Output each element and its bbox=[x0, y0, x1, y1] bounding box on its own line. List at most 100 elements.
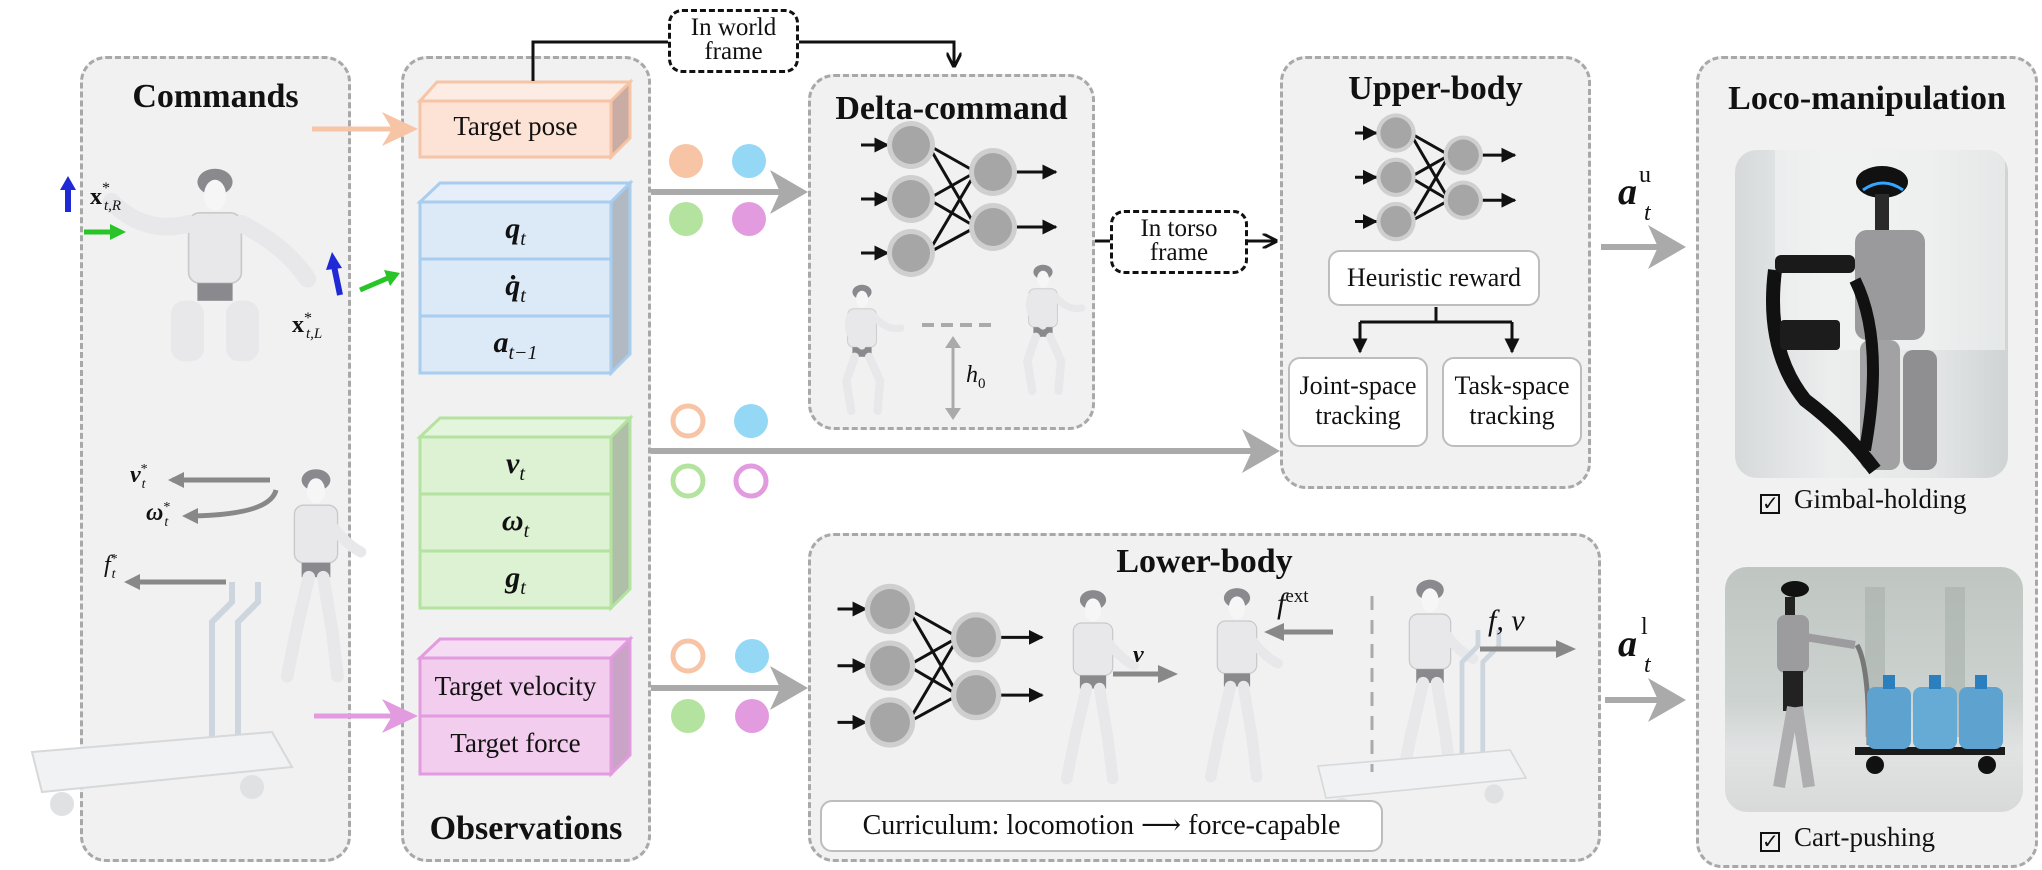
upper-input-dots bbox=[670, 403, 769, 499]
obs-joint-pos: qt bbox=[505, 212, 526, 250]
obs-joint-vel: q̇t bbox=[505, 269, 526, 307]
right-hand-target-label: x*t,R bbox=[90, 180, 122, 214]
curriculum-box: Curriculum: locomotion ⟶ force-capable bbox=[820, 800, 1383, 852]
nn-node bbox=[892, 180, 930, 218]
nn-node bbox=[892, 234, 930, 272]
base-state-block bbox=[416, 414, 634, 612]
target-pose-label: Target pose bbox=[453, 111, 578, 141]
height-offset-label: h0 bbox=[966, 362, 986, 392]
lower-robot-pushed bbox=[1205, 588, 1283, 783]
upper-policy-network-icon bbox=[1355, 113, 1517, 242]
nn-edge bbox=[906, 636, 960, 724]
nn-node bbox=[974, 153, 1012, 191]
commands-robot-upper bbox=[102, 168, 317, 362]
nn-edge bbox=[927, 170, 977, 201]
commands-cart bbox=[30, 582, 294, 816]
nn-edge bbox=[927, 143, 977, 174]
nn-edge bbox=[926, 171, 978, 254]
nn-edge bbox=[1409, 131, 1450, 157]
obs-to-upper-arrow bbox=[651, 429, 1280, 473]
nn-node bbox=[1380, 205, 1412, 238]
cart-robot-illustration bbox=[1773, 581, 2005, 789]
lower-body-force-arrows bbox=[1113, 596, 1576, 772]
nn-node bbox=[1380, 161, 1412, 193]
target-command-block bbox=[416, 635, 634, 778]
nn-edge bbox=[1408, 154, 1451, 223]
world-frame-connector bbox=[531, 40, 954, 81]
lower-action-arrow bbox=[1605, 678, 1686, 722]
nn-node bbox=[1380, 117, 1412, 149]
lower-robot-walking bbox=[1061, 590, 1139, 785]
target-force-label: Target force bbox=[450, 728, 581, 758]
cart-pushing-label: Cart-pushing bbox=[1794, 822, 1935, 852]
gimbal-holding-caption: ✓ Gimbal-holding bbox=[1760, 484, 1966, 514]
nn-edge bbox=[1409, 153, 1450, 179]
target-velocity-label: Target velocity bbox=[434, 671, 597, 701]
proprio-block bbox=[416, 179, 634, 377]
nn-edge bbox=[907, 636, 959, 668]
lower-body-title: Lower-body bbox=[1116, 543, 1293, 580]
locomotion-command-arrow bbox=[314, 699, 418, 733]
world-frame-box: In world frame bbox=[668, 9, 799, 73]
force-command-label: f*t bbox=[104, 552, 118, 582]
lower-policy-network-icon bbox=[837, 583, 1044, 748]
world-frame-line1: In world bbox=[690, 14, 777, 41]
torso-frame-line2: frame bbox=[1149, 239, 1209, 266]
cart-pushing-checkbox[interactable]: ✓ bbox=[1760, 829, 1780, 853]
lower-input-dots bbox=[670, 638, 769, 733]
nn-edge bbox=[907, 607, 959, 639]
nn-node bbox=[870, 702, 910, 743]
upper-body-title: Upper-body bbox=[1348, 70, 1523, 107]
nn-node bbox=[956, 617, 997, 658]
angular-velocity-command-label: ω*t bbox=[146, 500, 171, 530]
obs-base-ang-vel: ωt bbox=[501, 504, 530, 542]
joint-space-line2: tracking bbox=[1315, 401, 1401, 430]
task-space-tracking-box: Task-space tracking bbox=[1442, 357, 1582, 447]
target-pose-block bbox=[416, 78, 634, 161]
upper-action-arrow bbox=[1601, 225, 1686, 269]
nn-node bbox=[974, 208, 1012, 246]
gimbal-holding-checkbox[interactable]: ✓ bbox=[1760, 491, 1780, 515]
torso-frame-box: In torso frame bbox=[1110, 210, 1248, 274]
nn-edge bbox=[1409, 198, 1450, 223]
gimbal-holding-photo bbox=[1735, 150, 2008, 478]
nn-node bbox=[1447, 139, 1479, 171]
linear-velocity-command-label: v*t bbox=[130, 462, 148, 492]
pose-command-arrow bbox=[312, 112, 418, 146]
gimbal-holding-label: Gimbal-holding bbox=[1794, 484, 1967, 514]
locomotion-command-arrows bbox=[124, 472, 279, 590]
obs-gravity: gt bbox=[505, 561, 526, 599]
left-hand-target-label: x*t,L bbox=[292, 310, 323, 342]
gimbal-robot-illustration bbox=[1766, 150, 2005, 475]
height-offset-indicator bbox=[922, 323, 992, 420]
obs-base-lin-vel: vt bbox=[506, 447, 525, 485]
delta-robot-left bbox=[842, 284, 905, 416]
commands-robot-cart bbox=[280, 469, 367, 683]
nn-node bbox=[892, 126, 930, 164]
delta-input-dots bbox=[669, 144, 766, 236]
heuristic-reward-box: Heuristic reward bbox=[1328, 250, 1540, 306]
obs-last-action: at−1 bbox=[493, 326, 538, 364]
nn-node bbox=[956, 675, 997, 716]
obs-to-delta-arrow bbox=[651, 170, 808, 214]
external-force-label: fext bbox=[1277, 586, 1309, 620]
cart-force-velocity-label: f, v bbox=[1488, 604, 1525, 637]
joint-space-tracking-box: Joint-space tracking bbox=[1288, 357, 1428, 447]
task-space-line1: Task-space bbox=[1454, 371, 1570, 400]
delta-command-title: Delta-command bbox=[835, 90, 1068, 127]
delta-policy-network-icon bbox=[861, 121, 1058, 277]
cart-pushing-photo bbox=[1725, 567, 2023, 812]
cart-pushing-caption: ✓ Cart-pushing bbox=[1760, 822, 1935, 852]
velocity-label: v bbox=[1133, 642, 1144, 668]
nn-edge bbox=[907, 693, 959, 724]
nn-node bbox=[1447, 184, 1479, 216]
delta-robot-right bbox=[1023, 264, 1086, 396]
loco-manipulation-title: Loco-manipulation bbox=[1728, 80, 2006, 117]
observations-title: Observations bbox=[429, 810, 623, 847]
nn-edge bbox=[927, 225, 977, 255]
hand-frame-axes bbox=[60, 176, 400, 296]
world-frame-line2: frame bbox=[704, 38, 763, 65]
nn-node bbox=[870, 645, 910, 686]
